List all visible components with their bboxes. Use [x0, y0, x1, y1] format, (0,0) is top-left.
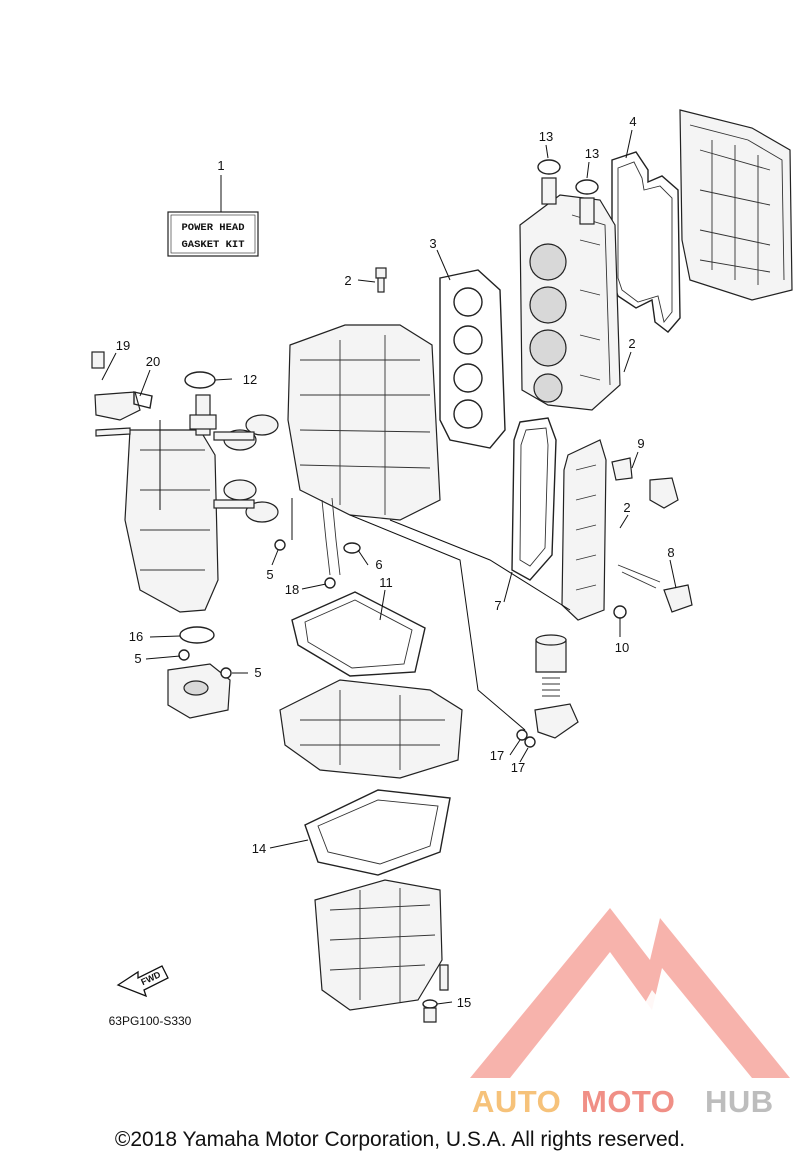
- gasket-kit-box: POWER HEAD GASKET KIT: [167, 211, 259, 257]
- leader-lines: [101, 129, 677, 1005]
- callout-18: 18: [285, 582, 299, 597]
- callout-3: 3: [429, 236, 436, 251]
- callout-12: 12: [243, 372, 257, 387]
- block-drain-tube: [321, 497, 341, 576]
- oil-seal-13b: [575, 179, 599, 195]
- copyright-notice: ©2018 Yamaha Motor Corporation, U.S.A. A…: [114, 1128, 686, 1151]
- cylinder-head: [519, 194, 621, 411]
- gasket-kit-line2: GASKET KIT: [181, 239, 244, 251]
- cylinder-block: [287, 267, 441, 521]
- cylinder-head-gasket: [439, 269, 506, 449]
- callout-17-b: 17: [511, 760, 525, 775]
- callout-7: 7: [494, 598, 501, 613]
- bolt-left: [95, 427, 131, 437]
- callout-6: 6: [375, 557, 382, 572]
- callout-17-a: 17: [490, 748, 504, 763]
- callout-11: 11: [379, 575, 393, 590]
- watermark-auto: AUTO: [472, 1084, 561, 1119]
- o-ring-5b: [178, 649, 190, 661]
- callout-8: 8: [667, 545, 674, 560]
- watermark-logo-mark: [470, 908, 790, 1078]
- drawing-number: 63PG100-S330: [109, 1014, 192, 1028]
- head-cover-gasket-inner: [617, 161, 673, 324]
- callout-5-a: 5: [266, 567, 273, 582]
- exhaust-cover: [561, 439, 607, 621]
- o-ring-5a: [274, 539, 286, 551]
- camshaft-end-b: [579, 197, 595, 225]
- callout-2-cover: 2: [623, 500, 630, 515]
- thermostat-cover: [649, 477, 679, 509]
- callout-2-head: 2: [628, 336, 635, 351]
- exhaust-guide-gasket-11: [291, 591, 426, 677]
- callout-13-a: 13: [539, 129, 553, 144]
- callout-1: 1: [217, 158, 224, 173]
- callout-10: 10: [615, 640, 629, 655]
- oil-pan-gasket-14: [304, 789, 451, 876]
- callout-5-c: 5: [254, 665, 261, 680]
- drain-plug-gasket-15: [422, 999, 438, 1009]
- callout-14: 14: [252, 841, 266, 856]
- sensor-19: [91, 351, 105, 369]
- oil-pan-bolt: [439, 964, 449, 991]
- crankcase-left: [124, 394, 279, 613]
- bracket-19-20: [94, 391, 141, 421]
- callout-numbers: 1 2 3 4 13 13 2 9 2 8 10 7 11 6 18 5 12 …: [116, 114, 675, 1010]
- callout-2-block: 2: [344, 273, 351, 288]
- automotohub-watermark: AUTO MOTO HUB: [470, 908, 790, 1119]
- oil-pan-gasket-14-inner: [317, 799, 439, 865]
- oil-seal-13a: [537, 159, 561, 175]
- callout-5-b: 5: [134, 651, 141, 666]
- oil-pan: [314, 879, 443, 1011]
- callout-13-b: 13: [585, 146, 599, 161]
- callout-9: 9: [637, 436, 644, 451]
- callout-15: 15: [457, 995, 471, 1010]
- watermark-hub: HUB: [705, 1084, 774, 1119]
- oil-filter-assembly: [534, 634, 579, 739]
- thermostat: [611, 457, 633, 481]
- o-ring-18: [324, 577, 336, 589]
- callout-20: 20: [146, 354, 160, 369]
- exhaust-cover-gasket-inner: [519, 427, 549, 567]
- callout-16: 16: [129, 629, 143, 644]
- o-ring-17a: [516, 729, 528, 741]
- watermark-logo-inner: [560, 975, 700, 1050]
- lower-bearing-housing: [167, 663, 231, 719]
- relief-valve-cover: [663, 584, 693, 613]
- exhaust-guide-gasket-11-inner: [304, 599, 413, 669]
- relief-valve-spring: [617, 564, 661, 589]
- callout-4: 4: [629, 114, 636, 129]
- drain-plug: [423, 1007, 437, 1023]
- exhaust-cover-gasket: [511, 417, 557, 581]
- camshaft-end-a: [541, 177, 557, 205]
- gasket-kit-line1: POWER HEAD: [181, 222, 244, 234]
- cylinder-head-cover: [679, 109, 793, 301]
- exhaust-guide: [279, 679, 463, 779]
- gasket-20: [133, 391, 153, 409]
- o-ring-6: [343, 542, 361, 554]
- callout-19: 19: [116, 338, 130, 353]
- fwd-arrow: FWD: [116, 965, 169, 998]
- o-ring-5c: [220, 667, 232, 679]
- oil-seal-16: [179, 626, 215, 644]
- watermark-moto: MOTO: [581, 1084, 675, 1119]
- oil-seal-12: [184, 371, 216, 389]
- o-ring-10: [613, 605, 627, 619]
- o-ring-17b: [524, 736, 536, 748]
- head-cover-gasket: [611, 151, 681, 333]
